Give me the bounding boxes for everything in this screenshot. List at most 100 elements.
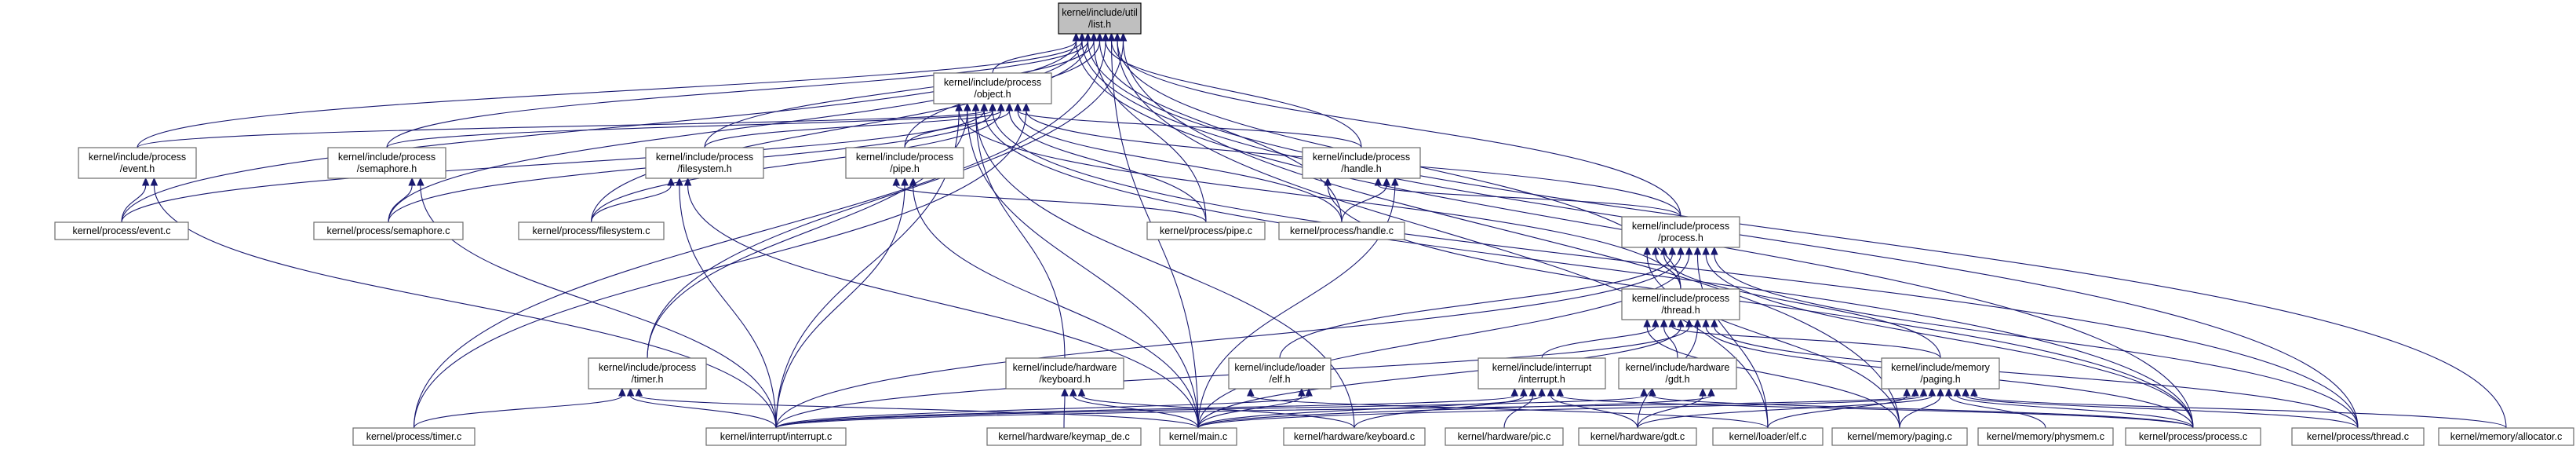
edge-handle_c-to-object_h <box>1014 102 1343 223</box>
node-label: kernel/main.c <box>1169 431 1227 442</box>
edge-elf_c-to-paging_h <box>1767 387 1911 429</box>
edge-paging_c-to-paging_h <box>1899 387 1944 429</box>
edge-interrupt_h-to-thread_h <box>1541 318 1660 359</box>
edge-paging_c-to-list_h <box>1119 32 1900 429</box>
node-filesystem-c[interactable]: kernel/process/filesystem.c <box>518 221 665 240</box>
edge-gdt_c-to-paging_h <box>1637 387 1937 429</box>
node-thread-h[interactable]: kernel/include/process/thread.h <box>1621 288 1740 320</box>
node-box <box>1058 2 1142 35</box>
node-handle-c[interactable]: kernel/process/handle.c <box>1278 221 1405 240</box>
node-box <box>518 221 665 240</box>
node-paging-h[interactable]: kernel/include/memory/paging.h <box>1881 357 2000 390</box>
edge-process_c-to-gdt_h <box>1649 387 2194 429</box>
node-paging-c[interactable]: kernel/memory/paging.c <box>1831 427 1968 446</box>
node-label: kernel/include/process <box>338 152 435 163</box>
edge-interrupt_c-to-interrupt_h <box>775 387 1519 429</box>
node-timer-c[interactable]: kernel/process/timer.c <box>352 427 475 446</box>
node-label: kernel/include/interrupt <box>1492 362 1592 373</box>
edge-pipe_c-to-pipe_h <box>892 177 1207 223</box>
node-keymap-c[interactable]: kernel/hardware/keymap_de.c <box>986 427 1142 446</box>
node-label: /paging.h <box>1920 374 1960 385</box>
node-label: /object.h <box>974 89 1011 100</box>
node-label: kernel/hardware/keymap_de.c <box>998 431 1129 442</box>
node-label: kernel/process/timer.c <box>366 431 462 442</box>
node-box <box>352 427 475 446</box>
edge-handle_h-to-list_h <box>1102 32 1362 148</box>
node-semaphore-h[interactable]: kernel/include/process/semaphore.h <box>327 147 446 179</box>
node-label: /pipe.h <box>890 163 920 174</box>
edge-keyboard_c-to-object_h <box>971 102 1355 429</box>
node-box <box>705 427 847 446</box>
edge-interrupt_c-to-timer_h <box>626 387 777 429</box>
node-label: kernel/process/filesystem.c <box>532 225 650 236</box>
node-box <box>933 72 1052 104</box>
node-object-h[interactable]: kernel/include/process/object.h <box>933 72 1052 104</box>
node-interrupt-h[interactable]: kernel/include/interrupt/interrupt.h <box>1477 357 1606 390</box>
node-box <box>645 147 764 179</box>
node-list-h[interactable]: kernel/include/util/list.h <box>1058 2 1142 35</box>
node-thread-c[interactable]: kernel/process/thread.c <box>2291 427 2425 446</box>
edge-thread_h-to-process_h <box>1652 246 1682 290</box>
node-event-h[interactable]: kernel/include/process/event.h <box>78 147 197 179</box>
edge-interrupt_c-to-paging_h <box>775 387 1919 429</box>
node-label: /handle.h <box>1341 163 1381 174</box>
edge-thread_c-to-object_h <box>989 102 2359 429</box>
node-label: kernel/process/pipe.c <box>1160 225 1252 236</box>
node-label: kernel/include/hardware <box>1626 362 1730 373</box>
edge-filesystem_c-to-object_h <box>590 102 1005 223</box>
edge-timer_c-to-timer_h <box>413 387 626 429</box>
node-timer-h[interactable]: kernel/include/process/timer.h <box>588 357 707 390</box>
node-pipe-h[interactable]: kernel/include/process/pipe.h <box>845 147 964 179</box>
node-elf-c[interactable]: kernel/loader/elf.c <box>1712 427 1824 446</box>
node-semaphore-c[interactable]: kernel/process/semaphore.c <box>313 221 464 240</box>
node-filesystem-h[interactable]: kernel/include/process/filesystem.h <box>645 147 764 179</box>
node-process-h[interactable]: kernel/include/process/process.h <box>1621 216 1740 248</box>
node-interrupt-c[interactable]: kernel/interrupt/interrupt.c <box>705 427 847 446</box>
edge-elf_c-to-process_h <box>1693 246 1769 429</box>
node-allocator-c[interactable]: kernel/memory/allocator.c <box>2438 427 2574 446</box>
edge-main_c-to-timer_h <box>635 387 1199 429</box>
node-label: kernel/hardware/gdt.c <box>1590 431 1685 442</box>
node-elf-h[interactable]: kernel/include/loader/elf.h <box>1228 357 1332 390</box>
edge-allocator_c-to-list_h <box>1084 32 2507 429</box>
node-main-c[interactable]: kernel/main.c <box>1159 427 1237 446</box>
edge-main_c-to-paging_h <box>1197 387 1928 429</box>
edge-filesystem_c-to-filesystem_h <box>590 177 675 223</box>
node-label: /keyboard.h <box>1039 374 1090 385</box>
edge-gdt_h-to-thread_h <box>1660 318 1678 359</box>
edge-keyboard_c-to-interrupt_h <box>1354 387 1528 429</box>
node-box <box>313 221 464 240</box>
node-box <box>1005 357 1124 390</box>
node-handle-h[interactable]: kernel/include/process/handle.h <box>1302 147 1421 179</box>
node-label: /thread.h <box>1661 305 1700 316</box>
node-event-c[interactable]: kernel/process/event.c <box>54 221 189 240</box>
node-physmem-c[interactable]: kernel/memory/physmem.c <box>1977 427 2114 446</box>
node-box <box>845 147 964 179</box>
node-label: /elf.h <box>1269 374 1290 385</box>
edge-main_c-to-handle_h <box>1197 177 1399 429</box>
edge-interrupt_c-to-filesystem_h <box>676 177 777 429</box>
edge-pipe_c-to-list_h <box>1090 32 1207 223</box>
edge-event_c-to-event_h <box>121 177 150 223</box>
node-keyboard-c[interactable]: kernel/hardware/keyboard.c <box>1283 427 1426 446</box>
node-pipe-c[interactable]: kernel/process/pipe.c <box>1146 221 1266 240</box>
node-gdt-c[interactable]: kernel/hardware/gdt.c <box>1578 427 1697 446</box>
node-keyboard-h[interactable]: kernel/include/hardware/keyboard.h <box>1005 357 1124 390</box>
node-label: /list.h <box>1088 19 1111 30</box>
edge-interrupt_c-to-elf_h <box>775 387 1313 429</box>
edge-keyboard_h-to-object_h <box>971 102 1066 359</box>
edge-elf_h-to-process_h <box>1279 246 1677 359</box>
node-label: kernel/include/process <box>856 152 953 163</box>
edge-pipe_c-to-object_h <box>1005 102 1207 223</box>
node-label: kernel/hardware/pic.c <box>1458 431 1551 442</box>
node-gdt-h[interactable]: kernel/include/hardware/gdt.h <box>1618 357 1737 390</box>
node-label: kernel/memory/paging.c <box>1847 431 1951 442</box>
edge-interrupt_c-to-event_h <box>150 177 777 429</box>
node-label: kernel/include/memory <box>1891 362 1990 373</box>
edge-main_c-to-filesystem_h <box>683 177 1199 429</box>
node-process-c[interactable]: kernel/process/process.c <box>2125 427 2261 446</box>
node-label: /semaphore.h <box>357 163 417 174</box>
edge-timer_c-to-list_h <box>413 32 1109 429</box>
edge-handle_c-to-handle_h <box>1341 177 1390 223</box>
node-pic-c[interactable]: kernel/hardware/pic.c <box>1445 427 1564 446</box>
